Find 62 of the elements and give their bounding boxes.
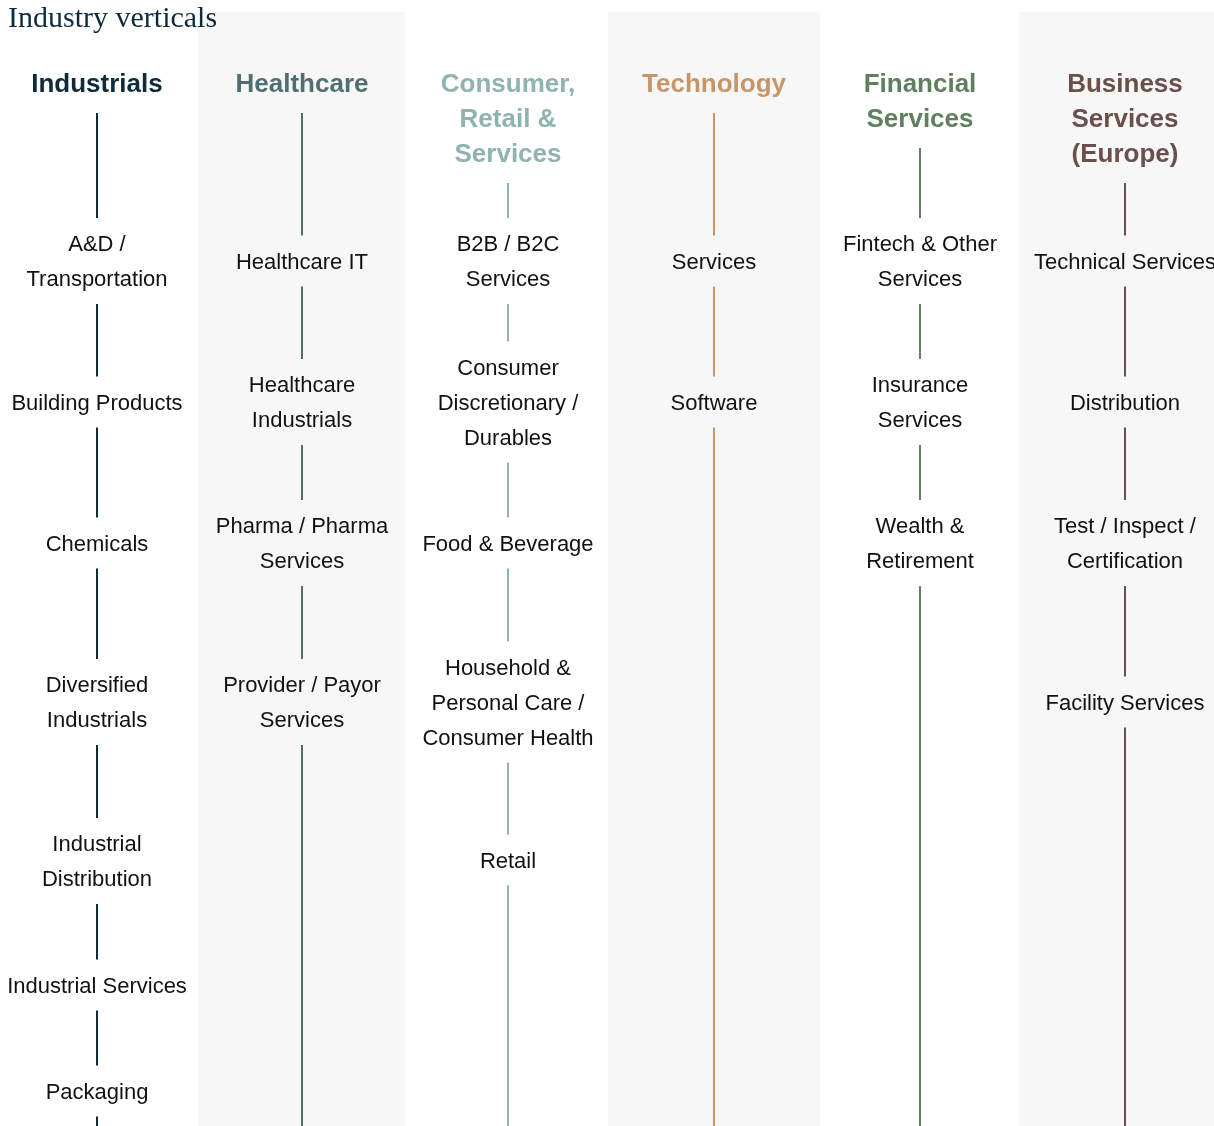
connector-line: [96, 903, 98, 961]
category-label: Facility Services: [1045, 688, 1205, 717]
column-heading: Healthcare: [235, 67, 369, 100]
connector-line: [96, 112, 98, 219]
connector-line: [919, 147, 921, 219]
connector-line: [507, 303, 509, 343]
connector-line: [919, 585, 921, 1126]
column-heading: Business Services (Europe): [1066, 67, 1184, 170]
category-label: Healthcare Industrials: [247, 371, 357, 434]
connector-line: [301, 285, 303, 360]
category-label: Test / Inspect / Certification: [1053, 512, 1197, 575]
connector-line: [507, 182, 509, 219]
connector-line: [301, 444, 303, 501]
category-label: Industrial Services: [7, 971, 187, 1000]
connector-line: [1124, 182, 1126, 237]
connector-line: [96, 303, 98, 378]
category-label: Distribution: [1069, 388, 1180, 417]
category-label: A&D / Transportation: [25, 230, 169, 293]
connector-line: [301, 112, 303, 237]
category-label: Building Products: [11, 388, 183, 417]
category-label: Diversified Industrials: [44, 671, 150, 734]
category-label: B2B / B2C Services: [455, 230, 561, 293]
category-label: Fintech & Other Services: [841, 230, 999, 293]
category-label: Industrial Distribution: [40, 830, 153, 893]
connector-line: [1124, 285, 1126, 378]
connector-line: [713, 426, 715, 1126]
column-heading: Industrials: [31, 67, 163, 100]
category-label: Pharma / Pharma Services: [214, 512, 390, 575]
category-label: Insurance Services: [870, 371, 970, 434]
category-label: Food & Beverage: [422, 529, 594, 558]
connector-line: [507, 461, 509, 519]
column-heading: Consumer, Retail & Services: [439, 67, 577, 170]
connector-line: [919, 444, 921, 501]
category-label: Household & Personal Care / Consumer Health: [421, 653, 595, 752]
connector-line: [507, 567, 509, 643]
connector-line: [1124, 726, 1126, 1126]
category-label: Packaging: [45, 1077, 149, 1106]
category-label: Provider / Payor Services: [222, 671, 382, 734]
connector-line: [96, 1009, 98, 1067]
column-heading: Technology: [642, 67, 786, 100]
connector-line: [301, 744, 303, 1126]
category-label: Healthcare IT: [235, 247, 369, 276]
category-label: Chemicals: [45, 529, 149, 558]
connector-line: [301, 585, 303, 660]
connector-line: [96, 744, 98, 819]
connector-line: [1124, 426, 1126, 501]
connector-line: [507, 884, 509, 1126]
connector-line: [96, 1115, 98, 1126]
connector-line: [713, 112, 715, 237]
category-label: Software: [670, 388, 758, 417]
category-label: Retail: [479, 846, 537, 875]
category-label: Services: [671, 247, 757, 276]
connector-line: [919, 303, 921, 360]
title: Industry verticals: [8, 0, 218, 34]
connector-line: [713, 285, 715, 378]
connector-line: [507, 761, 509, 836]
connector-line: [96, 426, 98, 519]
connector-line: [1124, 585, 1126, 678]
category-label: Wealth & Retirement: [865, 512, 975, 575]
column-heading: Financial Services: [862, 67, 978, 135]
connector-line: [96, 567, 98, 660]
category-label: Consumer Discretionary / Durables: [436, 353, 580, 452]
